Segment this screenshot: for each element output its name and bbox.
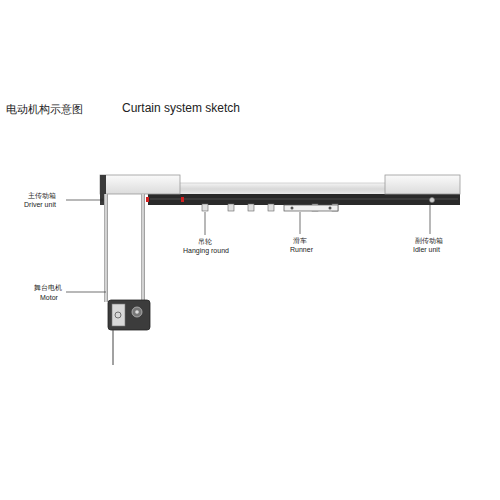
- part-label: Motor: [40, 294, 58, 302]
- part-label: Driver unit: [24, 201, 56, 209]
- driver-unit: [100, 175, 180, 194]
- limit-mark: [181, 197, 184, 202]
- track-groove: [150, 199, 458, 200]
- part-label: Idler unit: [413, 246, 440, 254]
- part-label: 主传动箱: [28, 192, 56, 200]
- motor: [108, 300, 150, 330]
- leader-lines: [66, 199, 430, 292]
- track-rail: [148, 183, 388, 195]
- idler-unit: [385, 175, 460, 194]
- idler-screw: [430, 198, 435, 203]
- motor-rod: [104, 194, 108, 302]
- limit-mark: [146, 197, 149, 202]
- pull-cord: [113, 330, 114, 365]
- subtitle: Curtain system sketch: [122, 102, 240, 115]
- part-label: Runner: [290, 246, 313, 254]
- part-label: 滑车: [293, 237, 307, 245]
- part-label: 吊轮: [198, 238, 212, 246]
- part-label: 副传动箱: [415, 237, 443, 245]
- diagram-title: 电动机构示意图: [6, 103, 83, 115]
- runner: [284, 205, 338, 211]
- track-body: [148, 194, 460, 205]
- motor-rod: [141, 194, 145, 302]
- part-label: 舞台电机: [34, 284, 62, 292]
- part-label: Hanging round: [183, 247, 229, 255]
- hanging-rounds: [202, 204, 338, 211]
